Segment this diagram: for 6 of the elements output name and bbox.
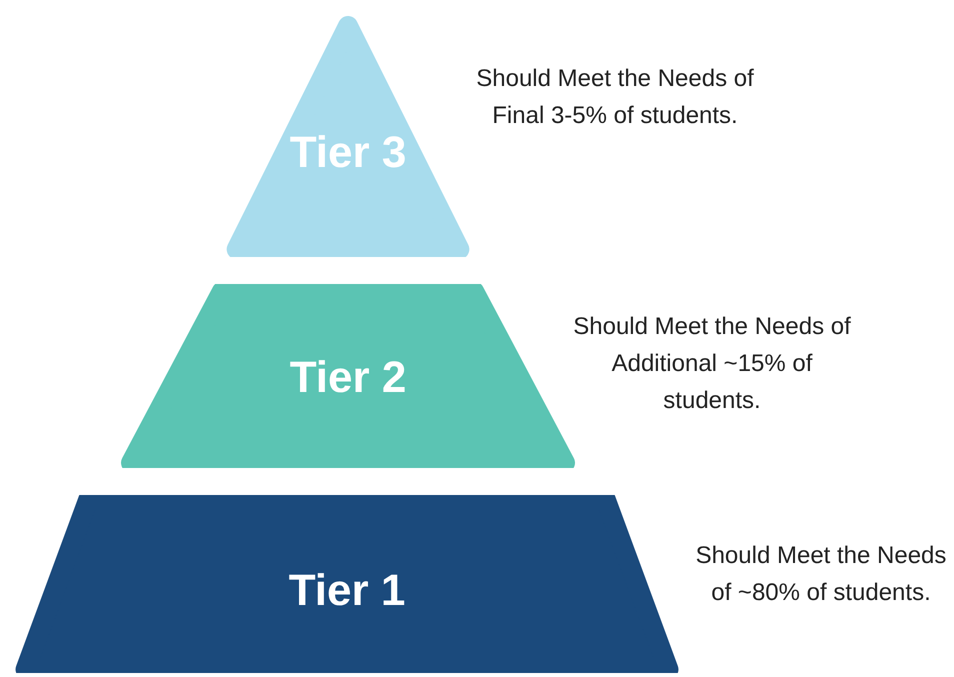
tier-label: Tier 1	[288, 565, 406, 617]
description-text: Should Meet the Needs of Final 3-5% of students.	[475, 64, 755, 131]
description-text: Should Meet the Needs of Additional ~15% of students.	[572, 312, 852, 416]
description-text: Should Meet the Needs of ~80% of students.	[694, 541, 948, 608]
tier-label: Tier 2	[290, 352, 406, 404]
tier-label: Tier 3	[290, 127, 406, 179]
